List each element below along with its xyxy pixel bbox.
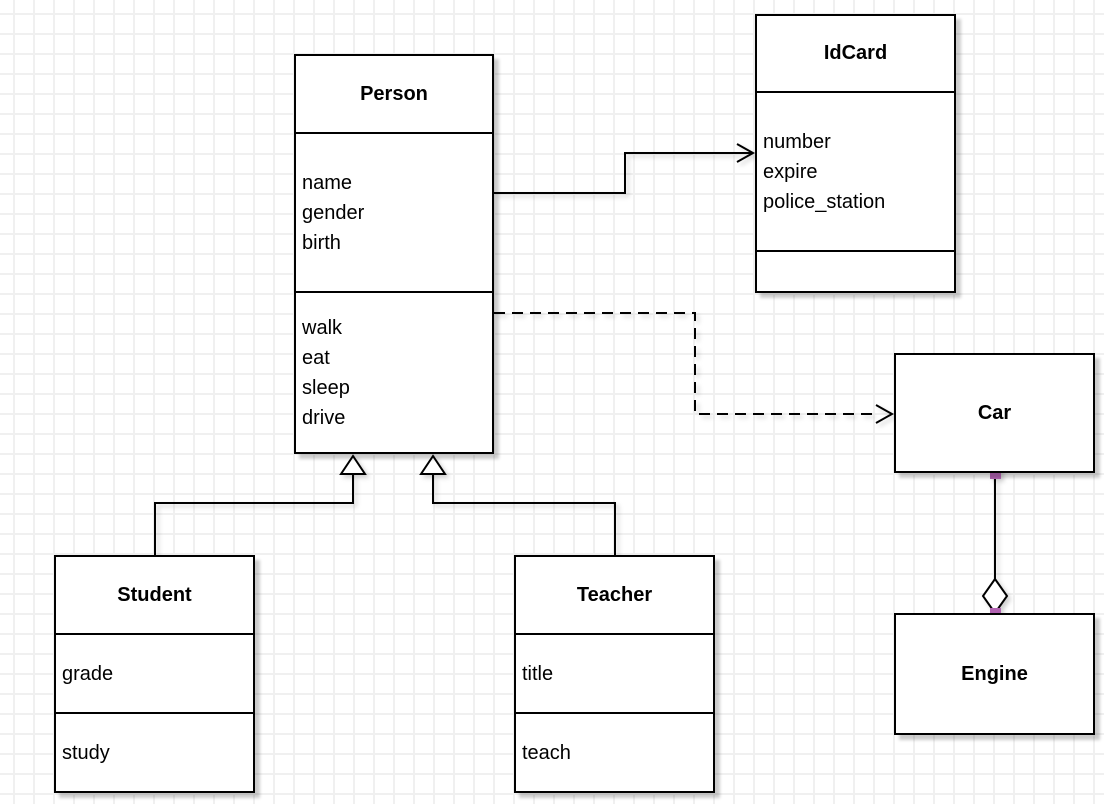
class-teacher-title: Teacher [516, 557, 713, 635]
open-arrowhead-icon [736, 143, 756, 163]
aggregation-car-engine[interactable] [981, 468, 1009, 619]
class-engine-title: Engine [961, 662, 1028, 685]
hollow-diamond-icon [981, 577, 1009, 615]
generalization-teacher-person[interactable] [419, 454, 616, 556]
class-student[interactable]: Student grade study [54, 555, 255, 793]
generalization-line [154, 474, 354, 556]
class-person[interactable]: Person name gender birth walk eat sleep … [294, 54, 494, 454]
class-person-methods: walk eat sleep drive [296, 293, 492, 452]
hollow-triangle-icon [339, 454, 367, 475]
method: eat [302, 346, 330, 369]
class-car[interactable]: Car [894, 353, 1095, 473]
generalization-student-person[interactable] [154, 454, 367, 556]
class-car-title: Car [977, 401, 1012, 424]
association-line [494, 152, 751, 194]
dependency-person-car[interactable] [494, 312, 895, 424]
class-idcard[interactable]: IdCard number expire police_station [755, 14, 956, 293]
class-person-title: Person [296, 56, 492, 134]
association-person-idcard[interactable] [494, 143, 756, 194]
class-idcard-attributes: number expire police_station [757, 93, 954, 252]
open-arrowhead-icon [875, 404, 895, 424]
generalization-line [432, 474, 616, 556]
class-idcard-methods-empty [757, 252, 954, 291]
class-teacher-attributes: title [516, 635, 713, 714]
class-student-methods: study [56, 714, 253, 791]
class-student-attributes: grade [56, 635, 253, 714]
method: drive [302, 406, 346, 429]
attribute: birth [302, 231, 341, 254]
endpoint-handle[interactable] [990, 468, 1001, 479]
class-idcard-title: IdCard [757, 16, 954, 93]
class-person-attributes: name gender birth [296, 134, 492, 293]
class-student-title: Student [56, 557, 253, 635]
method: study [62, 741, 110, 764]
attribute: name [302, 171, 353, 194]
attribute: expire [763, 160, 818, 183]
class-engine[interactable]: Engine [894, 613, 1095, 735]
class-teacher[interactable]: Teacher title teach [514, 555, 715, 793]
class-teacher-methods: teach [516, 714, 713, 791]
attribute: title [522, 662, 554, 685]
hollow-triangle-icon [419, 454, 447, 475]
attribute: number [763, 130, 831, 153]
method: walk [302, 316, 343, 339]
attribute: gender [302, 201, 365, 224]
dependency-line [494, 312, 877, 415]
attribute: police_station [763, 190, 886, 213]
attribute: grade [62, 662, 114, 685]
method: sleep [302, 376, 350, 399]
method: teach [522, 741, 571, 764]
